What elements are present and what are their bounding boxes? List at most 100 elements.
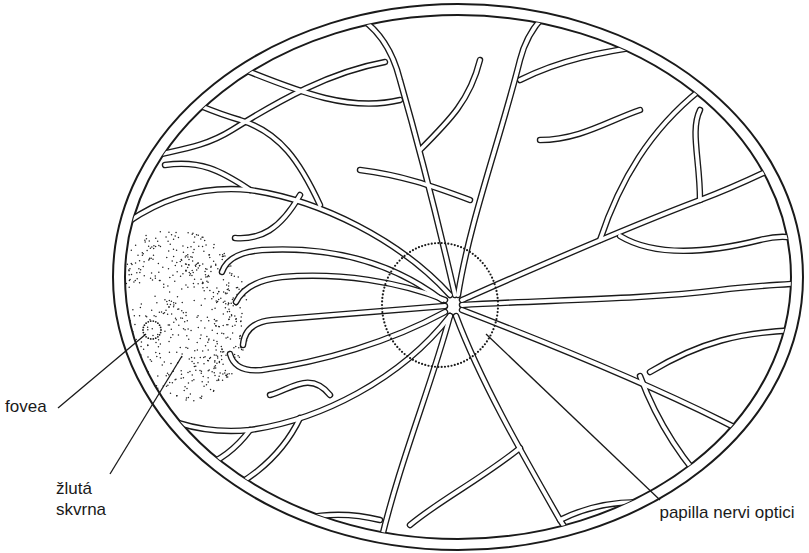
stipple-dot — [185, 270, 187, 272]
outline-dot — [421, 363, 423, 365]
stipple-dot — [174, 379, 176, 381]
stipple-dot — [224, 300, 226, 302]
stipple-dot — [192, 374, 194, 376]
stipple-dot — [140, 269, 142, 271]
stipple-dot — [171, 234, 173, 236]
stipple-dot — [106, 309, 108, 311]
stipple-dot — [189, 272, 191, 274]
outline-dot — [394, 343, 396, 345]
stipple-dot — [195, 369, 197, 371]
stipple-dot — [164, 299, 166, 301]
stipple-dot — [241, 313, 243, 315]
stipple-dot — [181, 288, 183, 290]
vessel-lumen — [270, 515, 380, 530]
stipple-dot — [202, 263, 204, 265]
stipple-dot — [161, 364, 163, 366]
stipple-dot — [160, 397, 162, 399]
stipple-dot — [150, 257, 152, 259]
vessel-lumen — [128, 189, 450, 295]
outline-dot — [469, 357, 471, 359]
stipple-dot — [128, 274, 130, 276]
stipple-dot — [218, 291, 220, 293]
outline-dot — [142, 332, 144, 334]
stipple-dot — [93, 327, 95, 329]
stipple-dot — [117, 372, 119, 374]
outline-dot — [489, 334, 491, 336]
stipple-dot — [113, 313, 115, 315]
stipple-dot — [125, 266, 127, 268]
outline-dot — [427, 365, 429, 367]
stipple-dot — [134, 382, 136, 384]
stipple-dot — [188, 338, 190, 340]
stipple-dot — [128, 377, 130, 379]
stipple-dot — [169, 324, 171, 326]
stipple-dot — [181, 374, 183, 376]
stipple-dot — [207, 276, 209, 278]
stipple-dot — [190, 330, 192, 332]
stipple-dot — [121, 298, 123, 300]
stipple-dot — [228, 285, 230, 287]
stipple-dot — [142, 397, 144, 399]
stipple-dot — [144, 397, 146, 399]
stipple-dot — [115, 294, 117, 296]
stipple-dot — [175, 378, 177, 380]
stipple-dot — [149, 240, 151, 242]
vessel-lumen — [230, 312, 445, 370]
stipple-dot — [122, 348, 124, 350]
stipple-dot — [187, 320, 189, 322]
outline-dot — [382, 293, 384, 295]
stipple-dot — [221, 259, 223, 261]
outline-dot — [463, 360, 465, 362]
stipple-dot — [228, 290, 230, 292]
stipple-dot — [134, 324, 136, 326]
outline-dot — [396, 262, 398, 264]
vessel-lumen — [420, 60, 480, 150]
stipple-dot — [125, 257, 127, 259]
stipple-dot — [157, 387, 159, 389]
stipple-dot — [210, 357, 212, 359]
outline-dot — [383, 286, 385, 288]
stipple-dot — [215, 325, 217, 327]
outline-dot — [492, 328, 494, 330]
outline-dot — [406, 355, 408, 357]
outline-dot — [152, 338, 154, 340]
outline-dot — [387, 331, 389, 333]
stipple-dot — [206, 269, 208, 271]
vessel-lumen — [222, 249, 442, 300]
stipple-dot — [173, 302, 175, 304]
stipple-dot — [128, 270, 130, 272]
stipple-dot — [246, 299, 248, 301]
stipple-dot — [96, 326, 98, 328]
outline-dot — [486, 340, 488, 342]
stipple-dot — [239, 336, 241, 338]
stipple-dot — [114, 372, 116, 374]
stipple-dot — [221, 346, 223, 348]
stipple-dot — [193, 283, 195, 285]
stipple-dot — [134, 355, 136, 357]
stipple-dot — [131, 264, 133, 266]
outline-dot — [457, 363, 459, 365]
stipple-dot — [113, 268, 115, 270]
outline-dot — [387, 277, 389, 279]
stipple-dot — [226, 375, 228, 377]
stipple-dot — [185, 269, 187, 271]
stipple-dot — [203, 385, 205, 387]
stipple-dot — [215, 265, 217, 267]
stipple-dot — [231, 275, 233, 277]
stipple-dot — [123, 257, 125, 259]
stipple-dot — [216, 363, 218, 365]
outline-dot — [431, 243, 433, 245]
stipple-dot — [190, 393, 192, 395]
vessel-lumen — [410, 448, 520, 525]
stipple-dot — [141, 303, 143, 305]
stipple-dot — [181, 259, 183, 261]
stipple-dot — [150, 359, 152, 361]
stipple-dot — [124, 356, 126, 358]
stipple-dot — [199, 265, 201, 267]
stipple-dot — [118, 258, 120, 260]
stipple-dot — [225, 370, 227, 372]
outline-dot — [447, 243, 449, 245]
stipple-dot — [108, 326, 110, 328]
outline-dot — [484, 343, 486, 345]
stipple-dot — [149, 389, 151, 391]
